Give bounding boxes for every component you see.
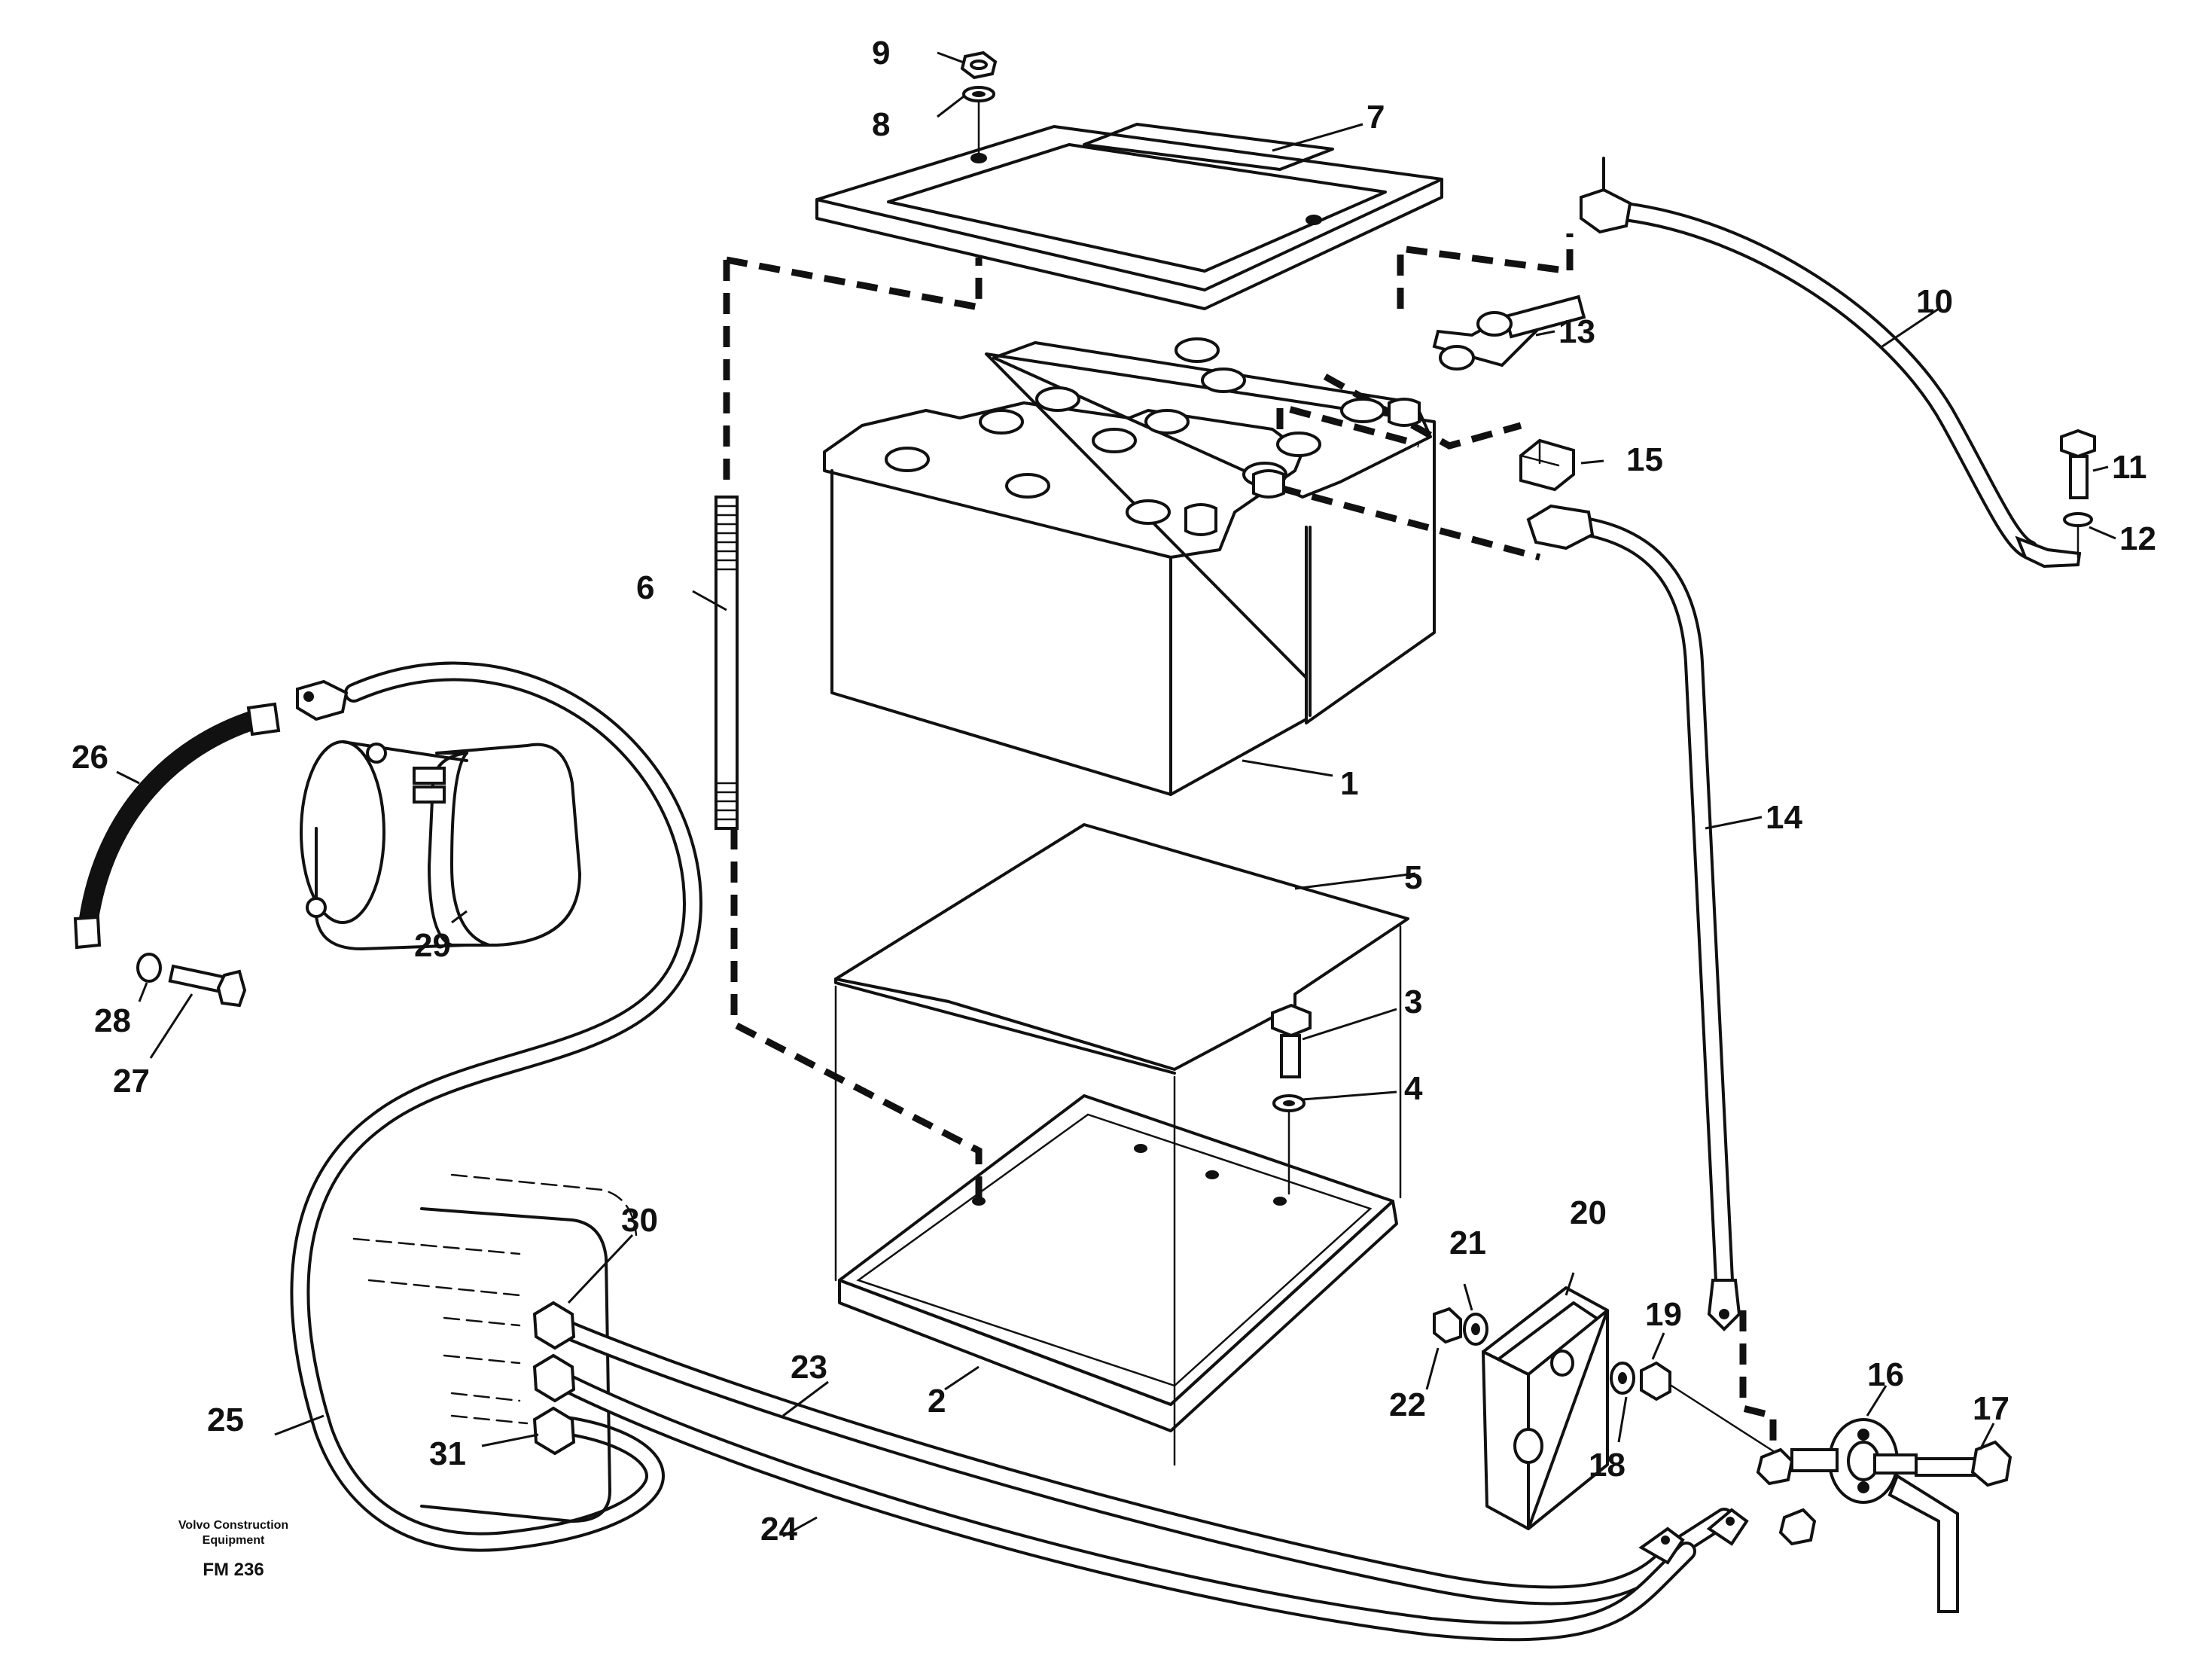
caption: Volvo Construction Equipment FM 236 — [178, 1519, 288, 1580]
insulating-mat — [834, 823, 1409, 1075]
tie-rod — [714, 496, 739, 830]
leader-lines — [116, 51, 2116, 1538]
callout-labels: 1 2 3 4 5 6 7 8 9 10 11 12 13 14 15 16 1… — [72, 35, 2156, 1548]
battery-terminal — [1184, 398, 1421, 536]
caption-division: Equipment — [203, 1534, 265, 1547]
callout-3: 3 — [1404, 984, 1422, 1020]
callout-18: 18 — [1589, 1447, 1625, 1484]
cover-washer — [962, 86, 995, 102]
callout-19: 19 — [1645, 1296, 1682, 1333]
callout-13: 13 — [1558, 313, 1595, 350]
callout-1: 1 — [1340, 765, 1358, 802]
ground-bolt — [2060, 428, 2096, 499]
battery-tray — [834, 925, 1402, 1466]
callout-20: 20 — [1570, 1194, 1607, 1231]
callout-27: 27 — [113, 1063, 150, 1099]
callout-29: 29 — [414, 927, 451, 964]
terminal-cover — [1519, 438, 1575, 492]
callout-15: 15 — [1626, 441, 1663, 478]
battery-cap — [885, 337, 1385, 525]
callout-6: 6 — [636, 569, 654, 606]
callout-9: 9 — [872, 35, 890, 72]
battery-cable-25 — [290, 661, 702, 1552]
callout-30: 30 — [621, 1202, 658, 1239]
callout-24: 24 — [760, 1511, 797, 1548]
terminal-connector — [1432, 294, 1586, 371]
callout-26: 26 — [72, 739, 108, 776]
washer-18 — [1610, 1362, 1635, 1395]
cable-lug — [1638, 1508, 1749, 1565]
batteries — [823, 337, 1436, 796]
battery-cable-23 — [547, 1316, 1734, 1606]
ground-washer — [2063, 512, 2093, 527]
callout-31: 31 — [429, 1435, 466, 1472]
callout-17: 17 — [1973, 1390, 2009, 1427]
callout-16: 16 — [1867, 1356, 1904, 1393]
callout-14: 14 — [1766, 799, 1802, 836]
tray-washer — [1272, 1094, 1306, 1112]
battery-cable-10 — [1580, 157, 2082, 569]
callout-28: 28 — [94, 1002, 131, 1039]
callout-25: 25 — [207, 1401, 244, 1438]
callout-21: 21 — [1449, 1225, 1486, 1261]
bracket-washer-21 — [1463, 1313, 1488, 1346]
starter-housing — [352, 1173, 638, 1523]
callout-22: 22 — [1389, 1386, 1426, 1423]
callout-10: 10 — [1916, 283, 1953, 320]
battery-cover — [815, 123, 1443, 310]
strap-washer — [136, 953, 162, 983]
callout-4: 4 — [1404, 1070, 1423, 1107]
starter-motor — [300, 740, 581, 950]
callout-11: 11 — [2112, 449, 2147, 486]
switch-bolt — [1915, 1440, 2012, 1487]
nut-19 — [1640, 1361, 1671, 1401]
callout-7: 7 — [1367, 99, 1385, 136]
main-switch — [1756, 1418, 1959, 1613]
bracket-nut-22 — [1433, 1307, 1462, 1344]
callout-2: 2 — [928, 1383, 946, 1420]
callout-5: 5 — [1404, 859, 1422, 896]
strap-bolt — [168, 964, 247, 1008]
bracket — [1482, 1286, 1609, 1530]
cover-nut — [960, 50, 998, 80]
cable-gland — [532, 1301, 576, 1456]
callout-12: 12 — [2119, 520, 2156, 557]
battery-cable-24 — [547, 1368, 1696, 1642]
callout-8: 8 — [872, 106, 890, 143]
tray-bolt — [1271, 1003, 1312, 1078]
ground-strap — [73, 702, 281, 950]
figure-code: FM 236 — [203, 1560, 264, 1580]
callout-23: 23 — [791, 1349, 827, 1386]
battery-cable-14 — [1526, 504, 1741, 1331]
caption-company: Volvo Construction — [178, 1519, 288, 1532]
